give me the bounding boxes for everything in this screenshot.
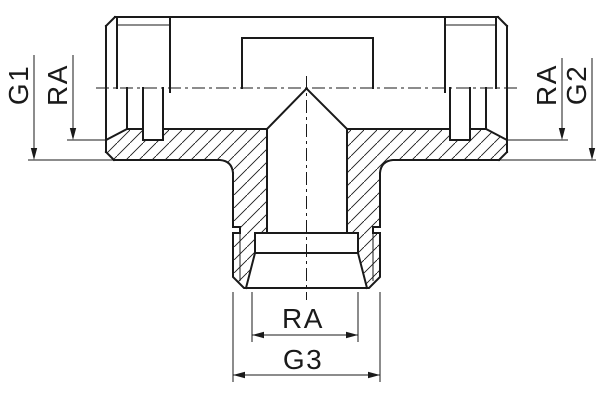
vertical-bore-walls	[266, 128, 348, 234]
dim-label-g3: G3	[283, 344, 323, 375]
hatch-left-section	[106, 129, 267, 288]
flange-bottom-and-fillets	[113, 159, 500, 175]
centerlines	[96, 76, 517, 300]
dim-label-ra-bottom: RA	[282, 303, 324, 334]
arrow-g1	[30, 148, 38, 160]
hatch-right-section	[347, 129, 507, 288]
barrel-outline	[104, 15, 509, 162]
arrow-ra-left	[69, 128, 77, 140]
arrow-g2	[588, 148, 596, 160]
dimension-labels: G1 RA RA G2 RA G3	[3, 64, 592, 375]
cone-edge-projections	[126, 87, 487, 130]
port-seal-cones	[104, 127, 509, 142]
dim-label-ra-left: RA	[42, 64, 73, 106]
arrow-g3-right	[368, 371, 380, 379]
thread-boundary-lines	[116, 16, 497, 93]
arrow-g3-left	[233, 371, 245, 379]
dim-label-g2: G2	[561, 65, 592, 105]
thread-undercut-grooves	[142, 87, 471, 141]
dimension-lines	[28, 55, 596, 382]
arrow-ra-bottom-left	[252, 331, 264, 339]
dim-label-ra-right: RA	[531, 64, 562, 106]
arrow-ra-bottom-right	[346, 331, 358, 339]
dimension-arrowheads	[30, 128, 596, 379]
arrow-ra-right	[558, 128, 566, 140]
ext-lines-ra-bottom	[251, 292, 359, 342]
ext-lines-g3	[232, 292, 381, 382]
thread-minor-lines	[117, 24, 496, 281]
center-boss-outline	[241, 37, 374, 89]
dim-label-g1: G1	[3, 65, 34, 105]
